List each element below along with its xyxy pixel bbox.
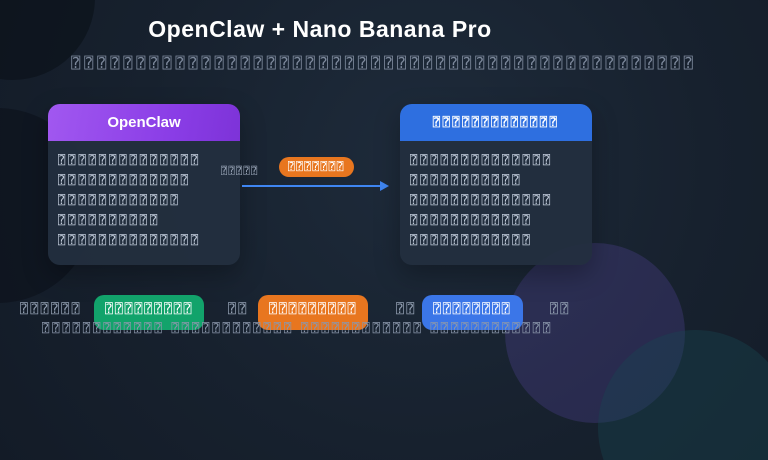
workflow-pill-blue: ⍰⍰⍰⍰⍰⍰⍰⍰ — [422, 295, 523, 330]
card-text-line: ⍰⍰⍰⍰⍰⍰⍰⍰⍰⍰ — [58, 213, 161, 227]
workflow-pill-orange: ⍰⍰⍰⍰⍰⍰⍰⍰⍰ — [258, 295, 369, 330]
page-title: OpenClaw + Nano Banana Pro — [148, 16, 492, 42]
workflow-connector-text: ⍰⍰ — [228, 302, 249, 317]
decorative-circle-purple — [505, 243, 685, 423]
arrow-right-icon — [242, 181, 389, 191]
card-text-line: ⍰⍰⍰⍰⍰⍰⍰⍰⍰⍰⍰⍰⍰⍰ — [58, 153, 202, 167]
arrow-head-icon — [380, 181, 389, 191]
subtitle-text: ⍰⍰⍰⍰⍰⍰⍰⍰⍰⍰⍰⍰⍰⍰⍰⍰⍰⍰⍰⍰⍰⍰⍰⍰⍰⍰⍰⍰⍰⍰⍰⍰⍰⍰⍰⍰⍰⍰⍰⍰… — [71, 54, 697, 72]
workflow-trail-text: ⍰⍰ — [550, 302, 571, 317]
card-text-line: ⍰⍰⍰⍰⍰⍰⍰⍰⍰⍰⍰⍰⍰ — [58, 173, 191, 187]
card-text-line: ⍰⍰⍰⍰⍰⍰⍰⍰⍰⍰⍰⍰ — [58, 193, 181, 207]
flow-label: ⍰⍰⍰⍰⍰ — [221, 166, 259, 177]
nano-banana-card: ⍰⍰⍰⍰⍰⍰⍰⍰⍰⍰⍰⍰⍰ ⍰⍰⍰⍰⍰⍰⍰⍰⍰⍰⍰⍰⍰⍰ ⍰⍰⍰⍰⍰⍰⍰⍰⍰⍰⍰… — [400, 104, 592, 265]
openclaw-card-header: OpenClaw — [48, 104, 240, 141]
flow-badge: ⍰⍰⍰⍰⍰⍰⍰ — [279, 157, 354, 177]
card-text-line: ⍰⍰⍰⍰⍰⍰⍰⍰⍰⍰⍰ — [410, 173, 523, 187]
workflow-caption: ⍰⍰⍰⍰⍰⍰⍰⍰⍰⍰⍰⍰ ⍰⍰⍰⍰⍰⍰⍰⍰⍰⍰⍰⍰ ⍰⍰⍰⍰⍰⍰⍰⍰⍰⍰⍰⍰ ⍰… — [42, 321, 554, 335]
workflow-pill-green: ⍰⍰⍰⍰⍰⍰⍰⍰⍰ — [94, 295, 205, 330]
workflow-lead-text: ⍰⍰⍰⍰⍰⍰ — [20, 302, 82, 317]
nano-banana-card-header: ⍰⍰⍰⍰⍰⍰⍰⍰⍰⍰⍰⍰⍰ — [400, 104, 592, 141]
openclaw-card-body: ⍰⍰⍰⍰⍰⍰⍰⍰⍰⍰⍰⍰⍰⍰ ⍰⍰⍰⍰⍰⍰⍰⍰⍰⍰⍰⍰⍰ ⍰⍰⍰⍰⍰⍰⍰⍰⍰⍰⍰… — [48, 141, 240, 253]
card-text-line: ⍰⍰⍰⍰⍰⍰⍰⍰⍰⍰⍰⍰⍰⍰ — [410, 193, 554, 207]
card-text-line: ⍰⍰⍰⍰⍰⍰⍰⍰⍰⍰⍰⍰ — [410, 213, 533, 227]
card-text-line: ⍰⍰⍰⍰⍰⍰⍰⍰⍰⍰⍰⍰⍰⍰ — [410, 153, 554, 167]
card-text-line: ⍰⍰⍰⍰⍰⍰⍰⍰⍰⍰⍰⍰ — [410, 233, 533, 247]
nano-banana-card-body: ⍰⍰⍰⍰⍰⍰⍰⍰⍰⍰⍰⍰⍰⍰ ⍰⍰⍰⍰⍰⍰⍰⍰⍰⍰⍰ ⍰⍰⍰⍰⍰⍰⍰⍰⍰⍰⍰⍰⍰… — [400, 141, 592, 253]
workflow-connector-text: ⍰⍰ — [396, 302, 417, 317]
openclaw-card: OpenClaw ⍰⍰⍰⍰⍰⍰⍰⍰⍰⍰⍰⍰⍰⍰ ⍰⍰⍰⍰⍰⍰⍰⍰⍰⍰⍰⍰⍰ ⍰⍰… — [48, 104, 240, 265]
card-text-line: ⍰⍰⍰⍰⍰⍰⍰⍰⍰⍰⍰⍰⍰⍰ — [58, 233, 202, 247]
